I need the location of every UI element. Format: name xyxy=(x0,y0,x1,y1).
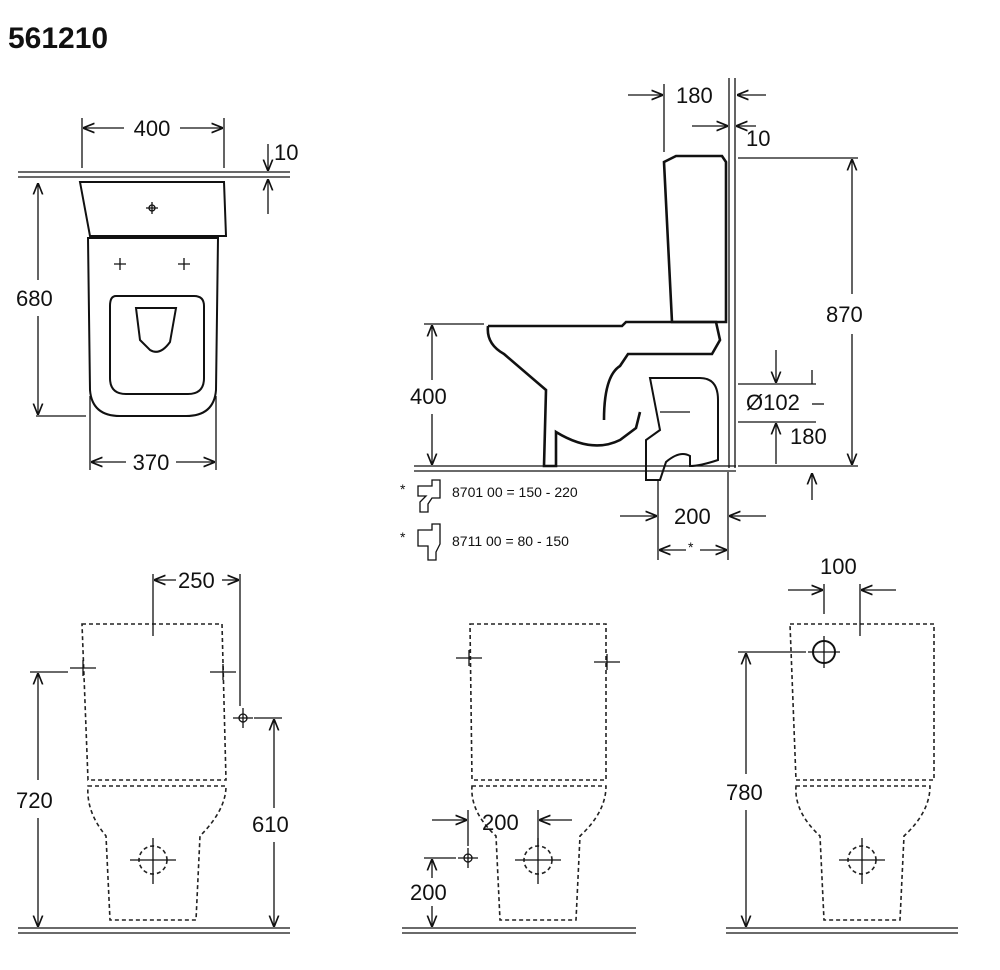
fixing-mark-icon xyxy=(114,202,190,270)
dim-depth: 680 xyxy=(16,286,53,311)
fixing-mark-icon xyxy=(456,650,482,666)
dim-width-top: 400 xyxy=(134,116,171,141)
fixing-mark-icon xyxy=(210,664,236,680)
pan-connector-8711-icon xyxy=(417,523,441,561)
bowl-outline xyxy=(87,785,227,921)
outlet-mark-icon xyxy=(130,838,176,884)
note-1: 8701 00 = 150 - 220 xyxy=(452,484,578,500)
bowl-outline xyxy=(86,237,220,417)
seat-outline xyxy=(488,320,722,421)
drawing-title: 561210 xyxy=(8,22,109,55)
dim-supply-height: 200 xyxy=(410,880,447,905)
outlet-pan-connector xyxy=(645,377,719,481)
dim-wall-gap: 10 xyxy=(746,126,770,151)
cistern-outline xyxy=(662,154,728,324)
water-supply-icon xyxy=(233,708,253,728)
bowl-outline xyxy=(471,785,607,921)
cistern-outline xyxy=(789,623,935,781)
note-2: 8711 00 = 80 - 150 xyxy=(452,533,569,549)
floor-line xyxy=(726,927,958,934)
dim-outlet-offset: 200 xyxy=(674,504,711,529)
outlet-mark-icon xyxy=(839,838,885,884)
fixing-mark-icon xyxy=(594,654,620,670)
dim-width-bottom: 370 xyxy=(133,450,170,475)
front-view-1: 250 720 610 xyxy=(16,568,290,934)
dim-outlet-height: 180 xyxy=(790,424,827,449)
bowl-outline xyxy=(795,785,931,921)
wall-line xyxy=(728,78,736,468)
note-star-2: * xyxy=(400,529,406,545)
note-star-dim: * xyxy=(688,539,694,555)
side-view: 180 10 870 400 Ø102 180 200 xyxy=(400,78,863,561)
floor-line xyxy=(414,465,736,472)
floor-line xyxy=(18,927,290,934)
dim-supply-height: 610 xyxy=(252,812,289,837)
floor-line xyxy=(18,171,290,178)
dim-hole-width: 100 xyxy=(820,554,857,579)
dim-offset: 200 xyxy=(482,810,519,835)
water-inlet-hole-icon xyxy=(808,636,840,668)
dim-height-total: 870 xyxy=(826,302,863,327)
floor-line xyxy=(402,927,636,934)
dim-offset: 250 xyxy=(178,568,215,593)
cistern-outline xyxy=(469,623,607,781)
note-star-1: * xyxy=(400,481,406,497)
dim-height: 720 xyxy=(16,788,53,813)
tank-outline xyxy=(78,181,228,237)
water-supply-icon xyxy=(458,848,478,868)
bowl-opening xyxy=(109,295,205,395)
cistern-outline xyxy=(81,623,227,781)
dim-tank-depth: 180 xyxy=(676,83,713,108)
bowl-profile xyxy=(486,325,642,468)
dim-seat-height: 400 xyxy=(410,384,447,409)
bowl-drain xyxy=(134,307,178,353)
dim-height: 780 xyxy=(726,780,763,805)
front-view-2: 200 200 xyxy=(402,623,636,934)
fixing-mark-icon xyxy=(70,660,96,676)
top-view: 400 10 680 370 xyxy=(16,116,298,475)
dim-gap: 10 xyxy=(274,140,298,165)
dim-outlet-diameter: Ø102 xyxy=(746,390,800,415)
front-view-3: 100 780 xyxy=(726,554,958,934)
pan-connector-8701-icon xyxy=(417,479,441,513)
